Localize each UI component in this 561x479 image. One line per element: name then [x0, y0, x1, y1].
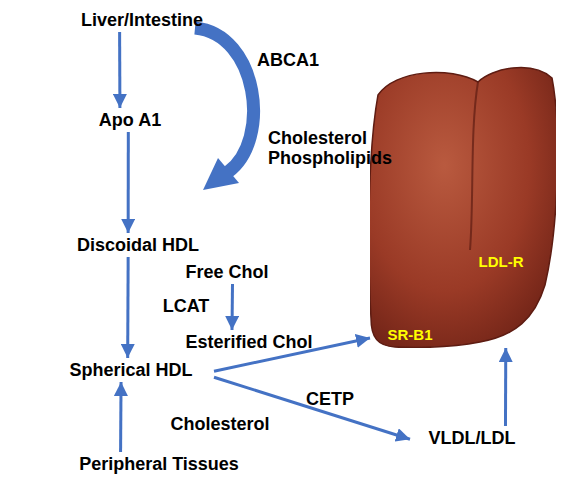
- curved-arrow-head: [203, 158, 239, 190]
- flow-arrow: [119, 382, 122, 452]
- liver-outline: [370, 68, 556, 348]
- liver-shape: [370, 62, 556, 348]
- node-text: Discoidal HDL: [77, 234, 199, 256]
- flow-arrow: [126, 257, 129, 358]
- node-text: Peripheral Tissues: [79, 453, 239, 475]
- liver-organ: SR-B1 LDL-R: [370, 62, 556, 348]
- node-text: Spherical HDL: [69, 359, 192, 381]
- node-text: VLDL/LDL: [429, 427, 516, 449]
- receptor-label: LDL-R: [466, 252, 536, 272]
- flow-arrow: [118, 32, 121, 108]
- node-text: Apo A1: [99, 109, 161, 131]
- node-text: Esterified Chol: [185, 331, 312, 353]
- enzyme-label: Cholesterol: [140, 414, 300, 434]
- curved-arrow: [195, 28, 254, 172]
- node-text: Free Chol: [185, 261, 268, 283]
- receptor-label: SR-B1: [378, 325, 442, 345]
- tissue-label: Peripheral Tissues: [46, 452, 272, 476]
- lipid-label: Free Chol: [172, 260, 282, 284]
- flow-arrow: [231, 284, 235, 330]
- enzyme-label: LCAT: [156, 296, 216, 316]
- liver-fissure: [470, 82, 478, 250]
- particle-label: Discoidal HDL: [56, 233, 220, 257]
- flow-arrow: [504, 348, 507, 426]
- lipid-label: Cholesterol Phospholipids: [268, 128, 408, 168]
- flow-arrow: [127, 132, 130, 233]
- protein-label: Apo A1: [88, 108, 172, 132]
- enzyme-label: CETP: [300, 389, 360, 409]
- lipoprotein-label: VLDL/LDL: [410, 426, 534, 450]
- node-text: Liver/Intestine: [81, 9, 203, 31]
- lipid-label: Esterified Chol: [164, 330, 334, 354]
- transporter-label: ABCA1: [257, 50, 337, 70]
- particle-label: Spherical HDL: [48, 358, 214, 382]
- source-label: Liver/Intestine: [62, 8, 222, 32]
